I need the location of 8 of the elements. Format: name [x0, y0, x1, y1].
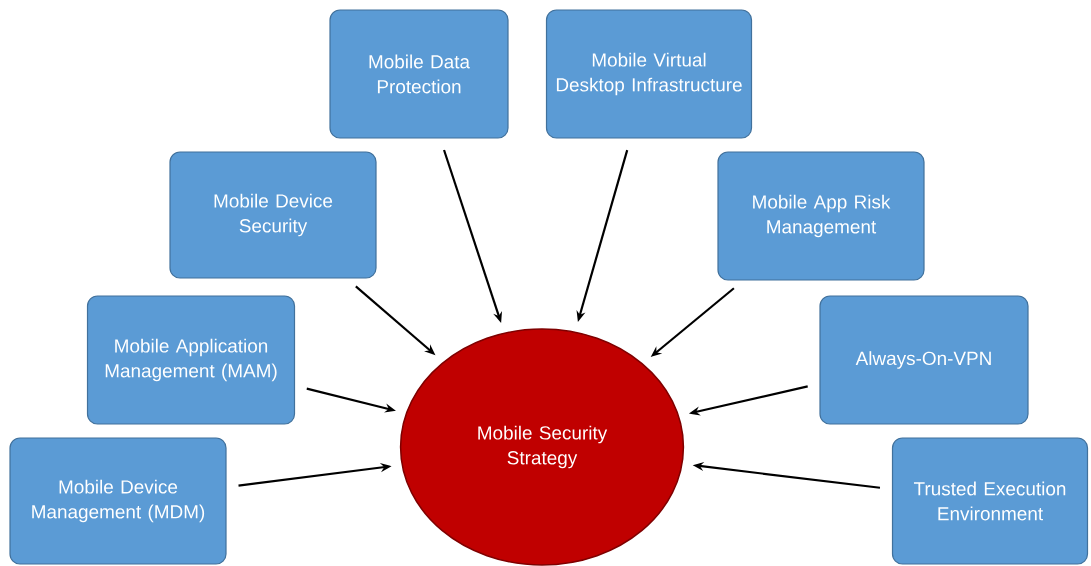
topic-box: Mobile Virtual Desktop Infrastructure	[545, 9, 753, 139]
topic-box: Always-On-VPN	[819, 295, 1029, 425]
topic-box: Mobile Application Management (MAM)	[86, 295, 296, 425]
topic-box: Mobile App Risk Management	[717, 151, 925, 281]
topic-box: Mobile Data Protection	[329, 9, 509, 139]
topic-box: Mobile Device Security	[169, 151, 377, 279]
topic-box: Mobile Device Management (MDM)	[9, 437, 227, 565]
topic-box: Trusted Execution Environment	[891, 437, 1089, 565]
